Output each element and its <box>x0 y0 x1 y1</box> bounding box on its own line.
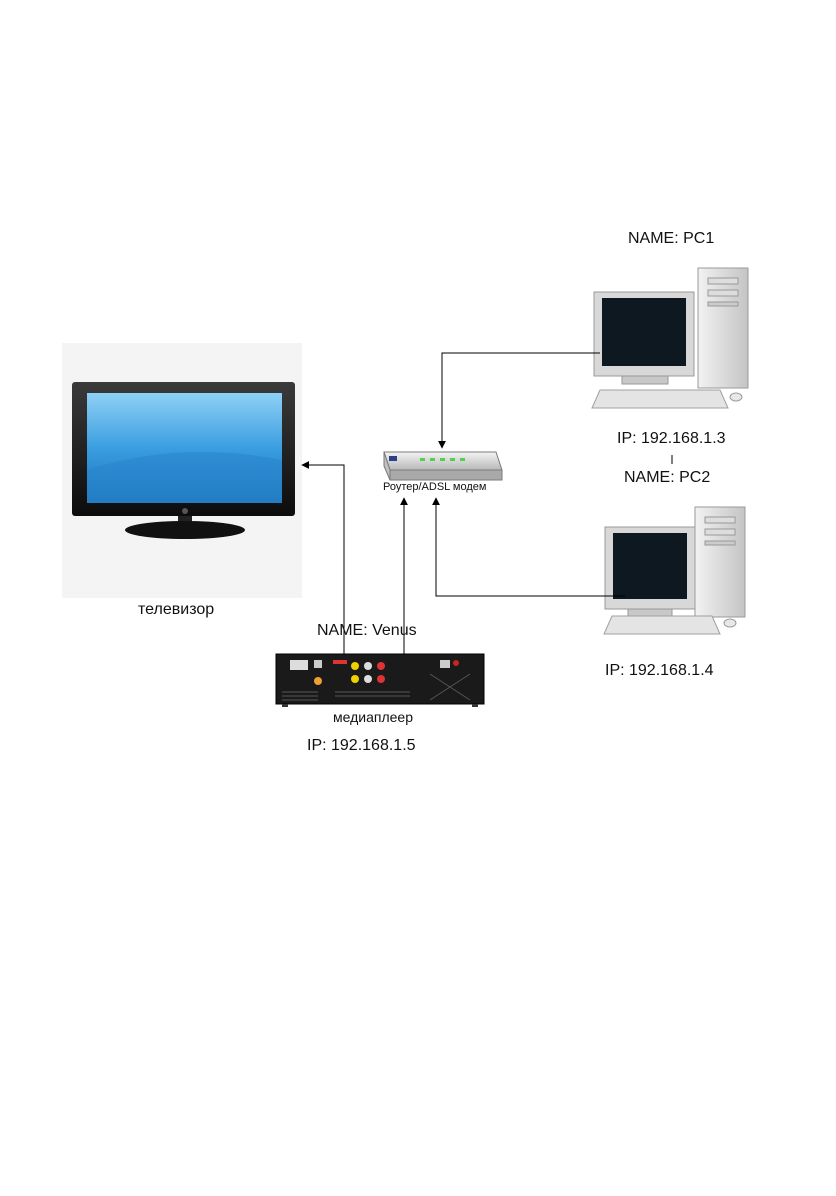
media-player-icon <box>276 654 484 707</box>
media-player-label: медиаплеер <box>333 709 413 725</box>
pc1-name-label: NAME: PC1 <box>628 230 714 248</box>
connection-pc1-router <box>442 353 600 448</box>
media-player-name-label: NAME: Venus <box>317 622 417 640</box>
pc1-icon <box>592 268 748 408</box>
router-label: Роутер/ADSL модем <box>383 481 486 493</box>
pc2-name-label: NAME: PC2 <box>624 469 710 487</box>
pc2-icon <box>604 507 745 634</box>
tv-icon <box>62 343 302 598</box>
pc2-ip-label: IP: 192.168.1.4 <box>605 662 714 680</box>
connection-pc2-router <box>436 498 625 596</box>
router-icon <box>384 452 502 480</box>
pc1-ip-label: IP: 192.168.1.3 <box>617 430 726 448</box>
tv-label: телевизор <box>138 601 214 619</box>
media-player-ip-label: IP: 192.168.1.5 <box>307 737 416 755</box>
